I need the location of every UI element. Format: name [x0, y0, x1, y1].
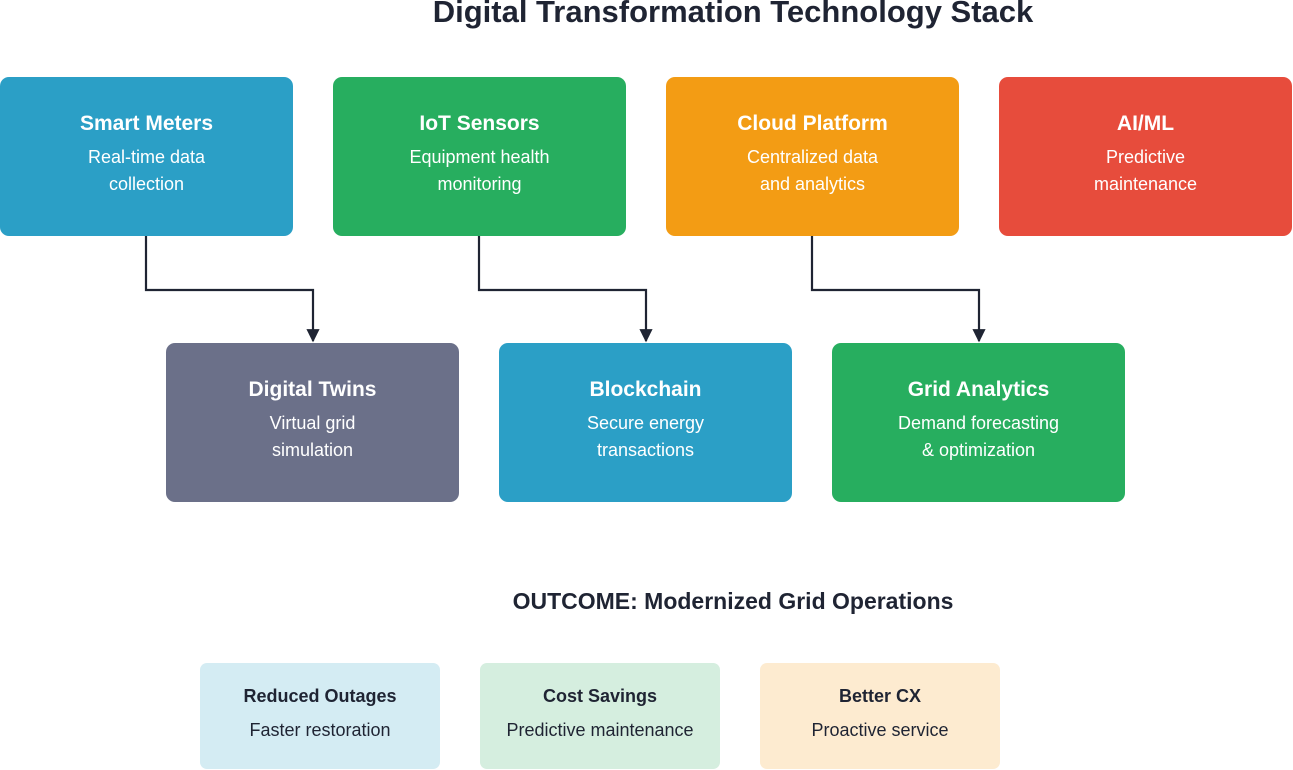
- node-grid-analytics: Grid Analytics Demand forecasting & opti…: [832, 343, 1125, 502]
- node-cloud-platform: Cloud Platform Centralized data and anal…: [666, 77, 959, 236]
- node-smart-meters-description: Real-time data collection: [87, 147, 206, 194]
- outcome-cost-savings-description: Predictive maintenance: [506, 720, 694, 740]
- node-ai-ml: AI/ML Predictive maintenance: [999, 77, 1292, 236]
- connector-smart-meters-to-digital-twins: [144, 236, 320, 343]
- outcome-better-cx-title: Better CX: [838, 686, 922, 706]
- node-iot-sensors-description: Equipment health monitoring: [409, 147, 550, 194]
- node-smart-meters-title: Smart Meters: [79, 112, 214, 135]
- outcome-better-cx-description: Proactive service: [811, 720, 949, 740]
- outcome-reduced-outages: Reduced Outages Faster restoration: [200, 663, 440, 769]
- outcome-cost-savings: Cost Savings Predictive maintenance: [480, 663, 720, 769]
- node-cloud-platform-title: Cloud Platform: [737, 112, 888, 135]
- node-digital-twins: Digital Twins Virtual grid simulation: [166, 343, 459, 502]
- outcome-better-cx: Better CX Proactive service: [760, 663, 1000, 769]
- outcome-reduced-outages-title: Reduced Outages: [243, 686, 397, 706]
- node-blockchain-title: Blockchain: [589, 378, 702, 401]
- node-iot-sensors: IoT Sensors Equipment health monitoring: [333, 77, 626, 236]
- outcome-cost-savings-title: Cost Savings: [542, 686, 658, 706]
- node-cloud-platform-description: Centralized data and analytics: [746, 147, 879, 194]
- node-iot-sensors-title: IoT Sensors: [419, 112, 540, 135]
- connector-iot-sensors-to-blockchain: [477, 236, 653, 343]
- node-blockchain: Blockchain Secure energy transactions: [499, 343, 792, 502]
- node-grid-analytics-description: Demand forecasting & optimization: [897, 413, 1060, 460]
- connector-cloud-platform-to-grid-analytics: [810, 236, 986, 343]
- node-smart-meters: Smart Meters Real-time data collection: [0, 77, 293, 236]
- node-digital-twins-title: Digital Twins: [248, 378, 377, 401]
- node-ai-ml-title: AI/ML: [1116, 112, 1175, 135]
- node-ai-ml-description: Predictive maintenance: [1093, 147, 1198, 194]
- outcome-title: OUTCOME: Modernized Grid Operations: [512, 588, 954, 614]
- node-digital-twins-description: Virtual grid simulation: [269, 413, 356, 460]
- outcome-reduced-outages-description: Faster restoration: [249, 720, 391, 740]
- node-grid-analytics-title: Grid Analytics: [907, 378, 1050, 401]
- node-blockchain-description: Secure energy transactions: [586, 413, 705, 460]
- diagram-title: Digital Transformation Technology Stack: [432, 0, 1034, 29]
